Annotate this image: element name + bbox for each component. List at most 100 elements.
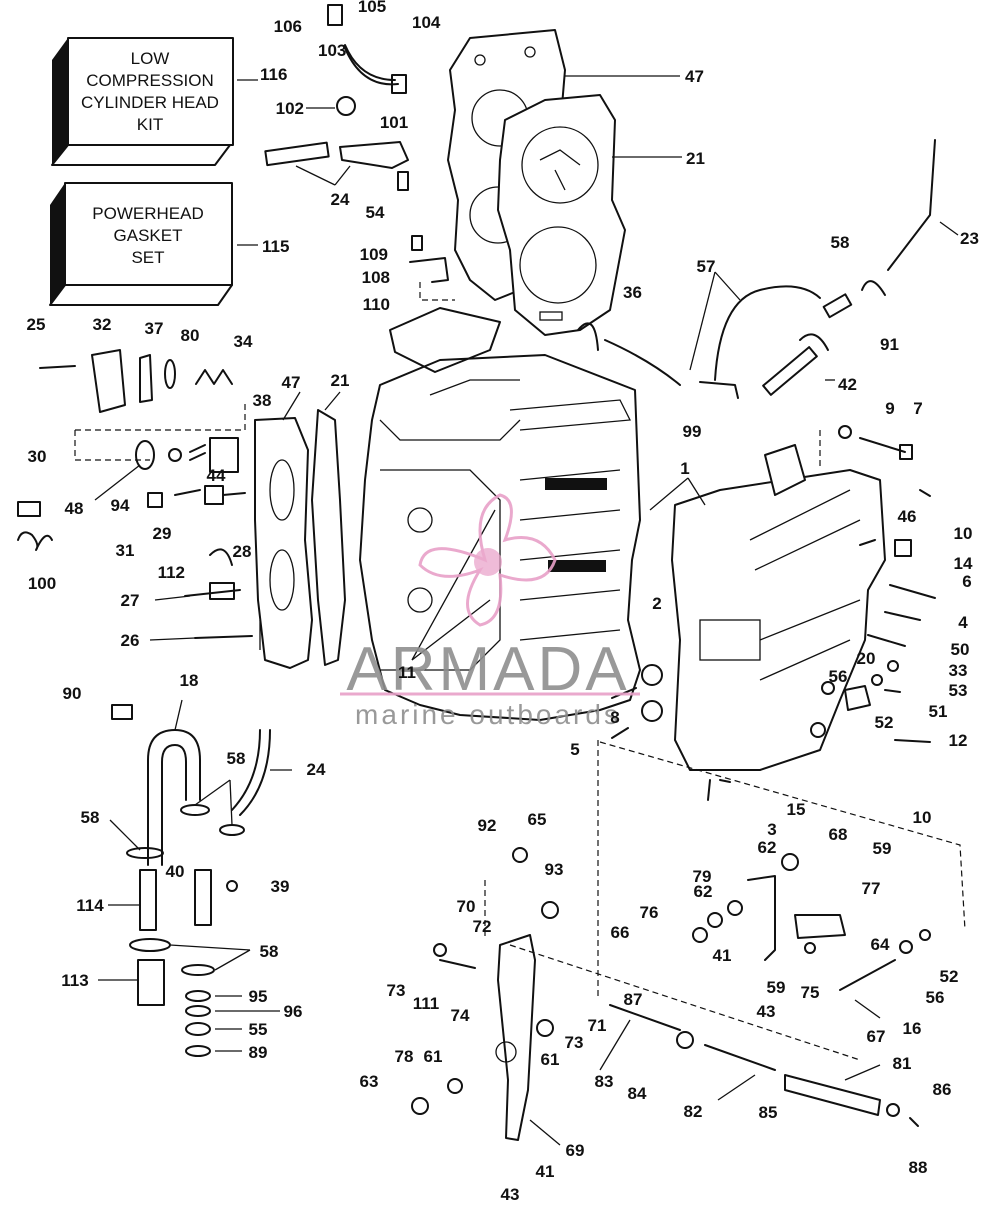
- part-callout-46: 46: [898, 507, 917, 526]
- part-callout-95: 95: [249, 987, 268, 1006]
- part-callout-91: 91: [880, 335, 899, 354]
- watermark-propeller-logo: [418, 493, 557, 627]
- part-callout-34: 34: [234, 332, 253, 351]
- part-callout-58: 58: [227, 749, 246, 768]
- part-callout-1: 1: [680, 459, 689, 478]
- part-callout-108: 108: [362, 268, 390, 287]
- part-callout-9: 9: [885, 399, 894, 418]
- part-callout-53: 53: [949, 681, 968, 700]
- part-callout-11: 11: [398, 663, 416, 682]
- part-callout-5: 5: [570, 740, 579, 759]
- part-callout-18: 18: [180, 671, 199, 690]
- part-callout-37: 37: [145, 319, 164, 338]
- part-callout-85: 85: [759, 1103, 778, 1122]
- part-callout-61: 61: [424, 1047, 443, 1066]
- part-callout-66: 66: [611, 923, 630, 942]
- part-callout-90: 90: [63, 684, 82, 703]
- part-callout-55: 55: [249, 1020, 268, 1039]
- part-callout-25: 25: [27, 315, 46, 334]
- head-cover-left: [254, 417, 313, 669]
- part-callout-57: 57: [697, 257, 716, 276]
- part-callout-28: 28: [233, 542, 252, 561]
- kit-line-3: CYLINDER HEAD: [81, 93, 219, 112]
- part-callout-62: 62: [694, 882, 713, 901]
- kit-line-2: GASKET: [114, 226, 183, 245]
- part-callout-92: 92: [478, 816, 497, 835]
- kit-line-4: KIT: [137, 115, 163, 134]
- part-callout-77: 77: [862, 879, 881, 898]
- part-callout-115: 115: [262, 237, 289, 256]
- intake-manifold-plate: [671, 444, 886, 771]
- part-callout-75: 75: [801, 983, 820, 1002]
- part-callout-69: 69: [566, 1141, 585, 1160]
- head-gasket-left: [311, 409, 346, 666]
- part-callout-20: 20: [857, 649, 876, 668]
- part-callout-24: 24: [307, 760, 326, 779]
- part-callout-101: 101: [380, 113, 408, 132]
- part-callout-112: 112: [158, 563, 185, 582]
- part-callout-100: 100: [28, 574, 56, 593]
- part-callout-33: 33: [949, 661, 968, 680]
- part-callout-105: 105: [358, 0, 386, 16]
- part-callout-111: 111: [413, 994, 440, 1013]
- part-callout-81: 81: [893, 1054, 912, 1073]
- part-callout-39: 39: [271, 877, 290, 896]
- part-callout-16: 16: [903, 1019, 922, 1038]
- armada-watermark: ARMADA marine outboards: [340, 493, 640, 730]
- part-callout-61: 61: [541, 1050, 560, 1069]
- part-callout-116: 116: [260, 65, 287, 84]
- part-callout-96: 96: [284, 1002, 303, 1021]
- part-callout-52: 52: [940, 967, 959, 986]
- part-callout-99: 99: [683, 422, 702, 441]
- part-callout-36: 36: [623, 283, 642, 302]
- part-callout-64: 64: [871, 935, 890, 954]
- part-callout-65: 65: [528, 810, 547, 829]
- part-callout-106: 106: [274, 17, 302, 36]
- part-callout-56: 56: [829, 667, 848, 686]
- part-callout-42: 42: [838, 375, 857, 394]
- part-callout-93: 93: [545, 860, 564, 879]
- part-callout-44: 44: [207, 466, 226, 485]
- part-callout-10: 10: [954, 524, 973, 543]
- part-callout-87: 87: [624, 990, 643, 1009]
- kit-line-3: SET: [131, 248, 164, 267]
- part-callout-102: 102: [276, 99, 304, 118]
- part-callout-109: 109: [360, 245, 388, 264]
- part-callout-3: 3: [767, 820, 776, 839]
- part-callout-27: 27: [121, 591, 140, 610]
- part-callout-24: 24: [331, 190, 350, 209]
- part-callout-114: 114: [76, 896, 104, 915]
- part-callout-48: 48: [65, 499, 84, 518]
- part-callout-79: 79: [693, 867, 712, 886]
- kit-line-2: COMPRESSION: [86, 71, 214, 90]
- part-callout-83: 83: [595, 1072, 614, 1091]
- part-callout-68: 68: [829, 825, 848, 844]
- powerhead-gasket-set-box: POWERHEAD GASKET SET: [49, 182, 233, 306]
- part-callout-73: 73: [565, 1033, 584, 1052]
- part-callout-41: 41: [536, 1162, 555, 1181]
- part-callout-6: 6: [962, 572, 971, 591]
- part-callout-86: 86: [933, 1080, 952, 1099]
- part-callout-58: 58: [260, 942, 279, 961]
- part-callout-58: 58: [81, 808, 100, 827]
- part-callout-50: 50: [951, 640, 970, 659]
- part-callout-26: 26: [121, 631, 140, 650]
- part-callout-7: 7: [913, 399, 922, 418]
- part-callout-23: 23: [960, 229, 979, 248]
- part-callout-88: 88: [909, 1158, 928, 1177]
- part-callout-30: 30: [28, 447, 47, 466]
- part-callout-51: 51: [929, 702, 948, 721]
- part-callout-14: 14: [954, 554, 973, 573]
- watermark-tagline: marine outboards: [355, 699, 621, 730]
- part-callout-80: 80: [181, 326, 200, 345]
- part-callout-10: 10: [913, 808, 932, 827]
- part-callout-72: 72: [473, 917, 492, 936]
- part-callout-40: 40: [166, 862, 185, 881]
- part-callout-76: 76: [640, 903, 659, 922]
- part-callout-47: 47: [282, 373, 301, 392]
- part-callout-29: 29: [153, 524, 172, 543]
- part-callout-110: 110: [363, 295, 390, 314]
- assembly-guide-lines: [74, 282, 966, 1061]
- part-callout-78: 78: [395, 1047, 414, 1066]
